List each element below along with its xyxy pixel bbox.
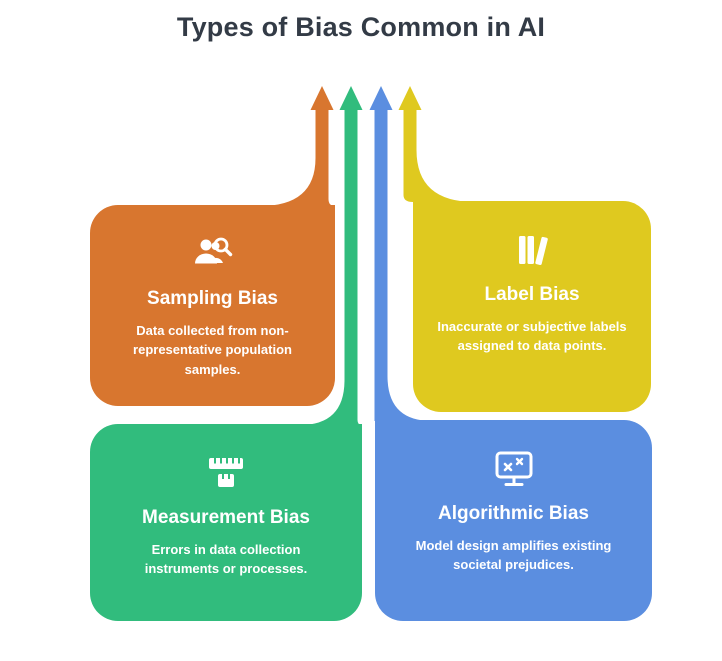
ruler-icon bbox=[202, 452, 250, 494]
user-search-icon bbox=[189, 233, 237, 275]
card-description: Data collected from non-representative p… bbox=[133, 322, 292, 377]
card-title: Algorithmic Bias bbox=[438, 503, 589, 524]
label-arrowhead-icon bbox=[398, 86, 422, 110]
books-icon bbox=[508, 229, 556, 271]
card-title: Label Bias bbox=[484, 284, 580, 305]
measurement-arrowhead-icon bbox=[339, 86, 363, 110]
card-title: Sampling Bias bbox=[147, 288, 278, 309]
card-measurement-bias: Measurement Bias Errors in data collecti… bbox=[90, 424, 362, 621]
card-label-bias: Label Bias Inaccurate or subjective labe… bbox=[413, 201, 651, 412]
card-sampling-bias: Sampling Bias Data collected from non-re… bbox=[90, 205, 335, 406]
card-algorithmic-bias: Algorithmic Bias Model design amplifies … bbox=[375, 420, 652, 621]
sampling-arrow-stem bbox=[260, 107, 335, 206]
card-description: Errors in data collection instruments or… bbox=[144, 541, 308, 577]
label-arrow-stem bbox=[403, 107, 475, 202]
measurement-arrow-stem bbox=[300, 107, 362, 425]
sampling-arrowhead-icon bbox=[310, 86, 334, 110]
algorithmic-arrow-stem bbox=[374, 107, 432, 421]
card-description: Inaccurate or subjective labels assigned… bbox=[437, 318, 627, 354]
card-title: Measurement Bias bbox=[142, 507, 310, 528]
algorithmic-arrowhead-icon bbox=[369, 86, 393, 110]
page-title: Types of Bias Common in AI bbox=[176, 12, 546, 42]
monitor-x-icon bbox=[490, 448, 538, 490]
card-description: Model design amplifies existing societal… bbox=[415, 537, 612, 573]
